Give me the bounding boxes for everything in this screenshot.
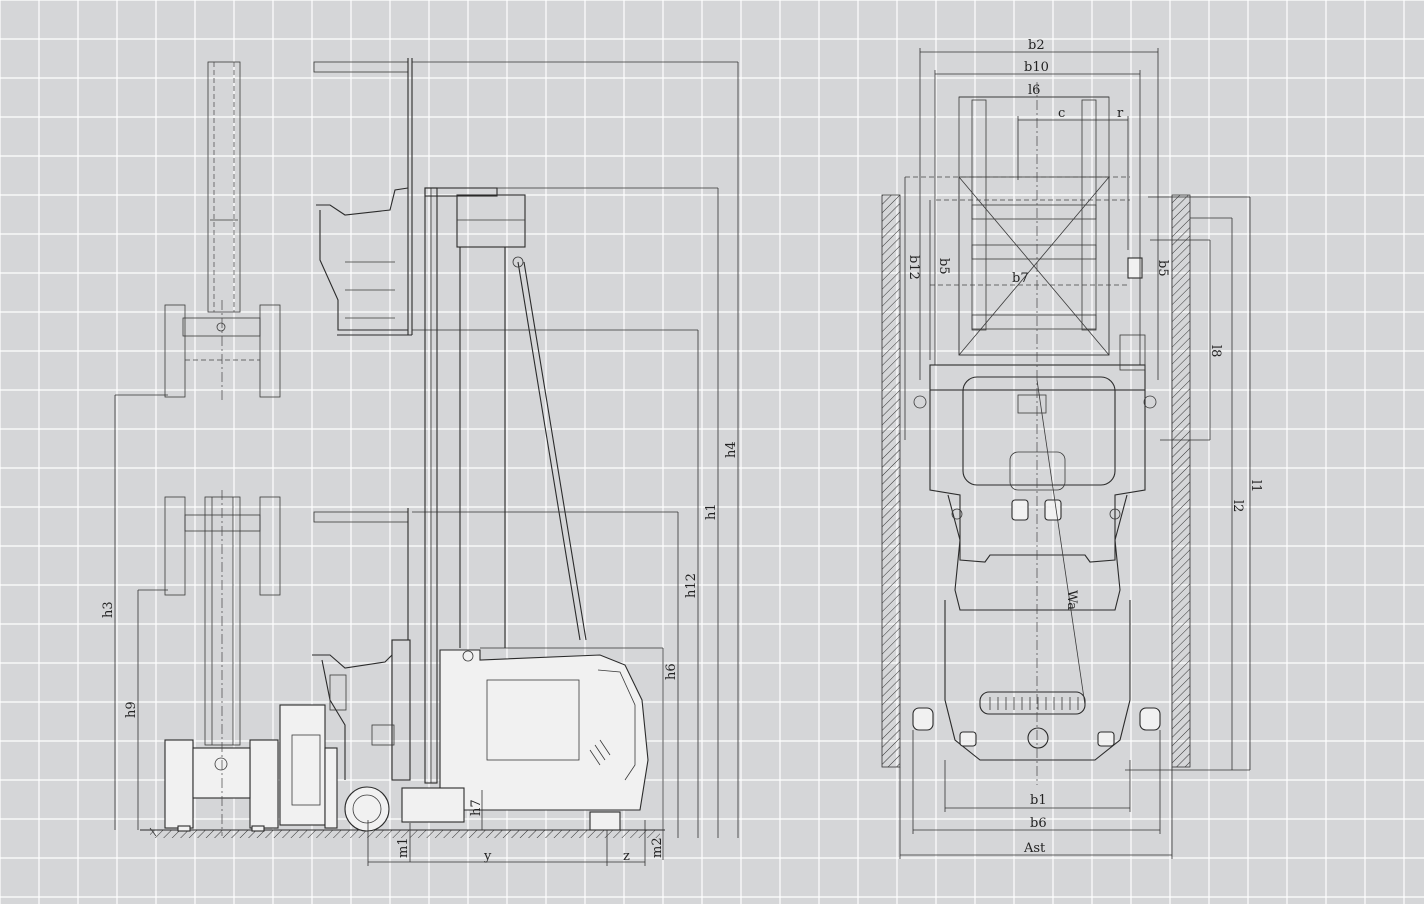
truck-body [912,257,1161,761]
label-h7: h7 [469,799,484,816]
operator-cab [312,508,411,781]
label-h12: h12 [684,573,699,598]
label-y: y [483,849,492,864]
chassis [279,649,649,832]
label-h4: h4 [724,441,739,458]
side-dimension-labels: h3 h9 h4 h1 h12 h6 h7 m1 m2 y z [101,441,739,864]
label-l6: l6 [1028,83,1040,98]
operator-cage-raised [313,58,413,336]
right-aisle-wall [1171,194,1191,768]
label-b7: b7 [1012,271,1029,286]
label-h6: h6 [664,663,679,680]
label-b6: b6 [1030,816,1047,831]
label-b5-left: b5 [936,258,951,275]
label-m2: m2 [650,837,665,858]
label-z: z [623,849,630,864]
side-view: h3 h9 h4 h1 h12 h6 h7 m1 m2 y z [101,58,739,866]
front-mast-lowered [164,490,281,836]
ground-hatch [150,830,660,838]
label-r: r [1117,106,1124,121]
label-b5-right: b5 [1155,260,1170,277]
label-wa: Wa [1064,590,1079,610]
label-c: c [1058,106,1065,121]
left-aisle-wall [881,194,901,768]
label-b2: b2 [1028,38,1045,53]
side-dimensions [114,61,739,866]
grille-slots [989,697,1079,710]
label-l8: l8 [1208,345,1223,357]
top-view: b2 b10 l6 c r b12 b5 b7 b5 l8 l1 l2 Wa b… [881,38,1263,859]
top-view-dimension-labels: b2 b10 l6 c r b12 b5 b7 b5 l8 l1 l2 Wa b… [906,38,1263,856]
front-mast-raised [164,61,281,400]
top-view-dimensions [899,48,1251,859]
pallet-load [905,96,1130,356]
label-h1: h1 [704,503,719,520]
label-b1: b1 [1030,793,1047,808]
label-h3: h3 [101,601,116,618]
label-l1: l1 [1248,480,1263,492]
label-m1: m1 [396,837,411,858]
label-b12: b12 [906,255,921,280]
label-h9: h9 [124,701,139,718]
turning-radius-line [1036,379,1086,706]
label-ast: Ast [1023,841,1046,856]
main-mast [424,187,587,784]
label-l2: l2 [1230,500,1245,512]
label-b10: b10 [1024,60,1049,75]
